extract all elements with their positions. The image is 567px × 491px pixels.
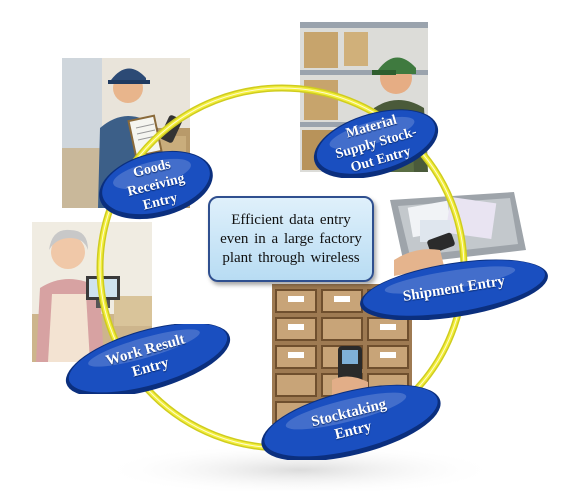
- badge-ellipse: [65, 324, 231, 394]
- center-message: Efficient data entry even in a large fac…: [220, 211, 362, 266]
- goods-receiving-entry-badge: Goods Receiving Entry: [96, 150, 216, 220]
- shipment-entry-badge: Shipment Entry: [356, 258, 552, 320]
- stocktaking-entry-badge: Stocktaking Entry: [256, 384, 446, 460]
- work-result-entry-badge: Work Result Entry: [60, 324, 236, 394]
- work-result-illustration: [32, 222, 152, 362]
- badge-ellipse: [99, 150, 213, 220]
- material-supply-entry-badge: Material Supply Stock- Out Entry: [310, 108, 442, 178]
- center-message-box: Efficient data entry even in a large fac…: [208, 196, 374, 282]
- badge-ellipse: [360, 259, 548, 320]
- badge-ellipse: [261, 384, 441, 460]
- badge-ellipse: [313, 109, 439, 178]
